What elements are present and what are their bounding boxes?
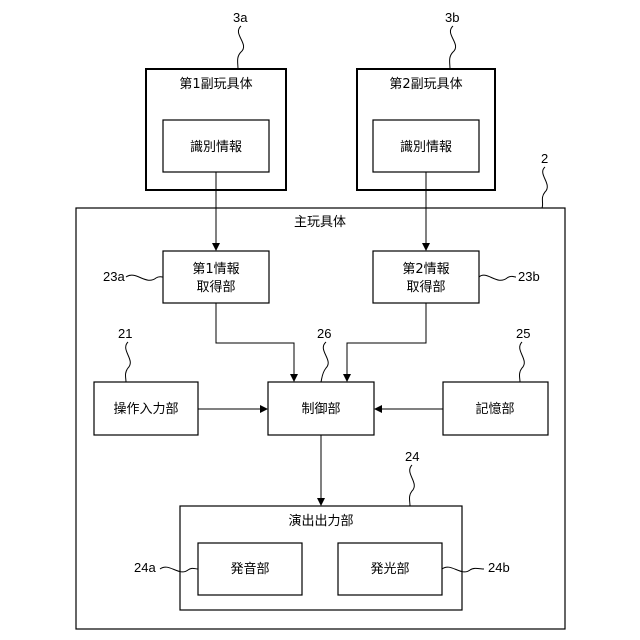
storage-label: 記憶部: [475, 401, 514, 417]
sound-unit-label: 発音部: [230, 561, 269, 577]
sub-toy-2-title: 第2副玩具体: [389, 77, 462, 92]
ref-25: 25: [516, 326, 530, 341]
first-info-acquisition-box: [163, 251, 269, 303]
ref-23a: 23a: [103, 269, 125, 284]
ref-24b: 24b: [488, 560, 510, 575]
sub-toy-1-title: 第1副玩具体: [179, 77, 252, 92]
second-info-acquisition-line2: 取得部: [406, 279, 445, 295]
second-info-acquisition-box: [373, 251, 479, 303]
ref-24a: 24a: [134, 560, 156, 575]
ref-3b: 3b: [445, 10, 459, 25]
leader-2: [542, 167, 547, 208]
control-label: 制御部: [301, 402, 340, 417]
second-info-acquisition-line1: 第2情報: [402, 262, 449, 277]
light-unit-label: 発光部: [370, 562, 409, 577]
ref-26: 26: [317, 326, 331, 341]
ref-3a: 3a: [233, 10, 248, 25]
ref-24: 24: [405, 449, 419, 464]
effect-output-title: 演出出力部: [288, 513, 353, 529]
sub-toy-2-id-label: 識別情報: [400, 140, 452, 155]
leader-3b: [450, 26, 456, 69]
operation-input-label: 操作入力部: [113, 401, 178, 417]
main-toy-title: 主玩具体: [294, 215, 346, 230]
first-info-acquisition-line1: 第1情報: [192, 262, 239, 277]
first-info-acquisition-line2: 取得部: [196, 279, 235, 295]
leader-3a: [238, 26, 244, 69]
ref-23b: 23b: [518, 269, 540, 284]
sub-toy-1-id-label: 識別情報: [190, 140, 242, 155]
ref-21: 21: [118, 326, 132, 341]
ref-2: 2: [541, 151, 548, 166]
